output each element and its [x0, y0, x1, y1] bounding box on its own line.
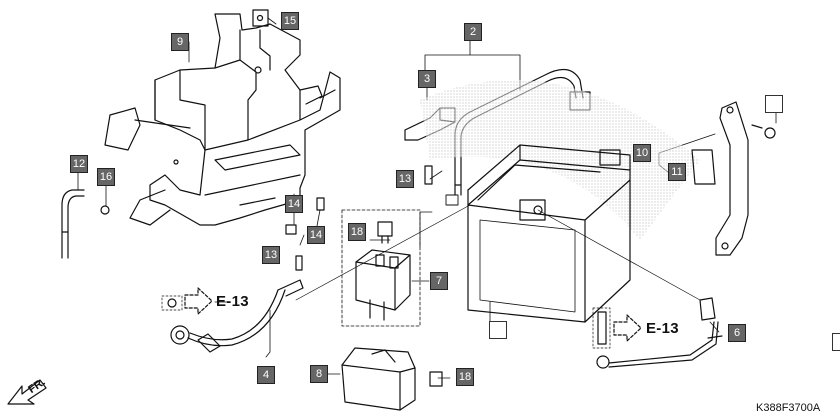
callout-4: 4	[257, 366, 275, 384]
relay-group-outline	[341, 209, 421, 327]
callout-9: 9	[171, 33, 189, 51]
bolt-part-13a	[295, 255, 303, 271]
bolt-part-13b	[424, 165, 433, 185]
battery-part-1	[467, 144, 631, 323]
watermark-logo	[420, 80, 700, 240]
callout-14-upper: 14	[285, 195, 303, 213]
callout-13-upper: 13	[396, 170, 414, 188]
callout-10: 10	[633, 144, 651, 162]
reference-arrow-right	[613, 314, 642, 342]
fuse-part-18b	[429, 371, 443, 387]
clip-part-15	[252, 9, 269, 27]
pad-part-11	[691, 149, 716, 185]
callout-8: 8	[310, 365, 328, 383]
callout-15: 15	[281, 12, 299, 30]
front-direction-arrow	[7, 379, 47, 405]
callout-13-lower: 13	[262, 246, 280, 264]
fuse-part-18a	[377, 221, 393, 244]
callout-18-upper: 18	[348, 223, 366, 241]
callout-11: 11	[668, 163, 686, 181]
tube-part-12	[61, 189, 85, 259]
callout-12: 12	[70, 155, 88, 173]
callout-2: 2	[464, 23, 482, 41]
battery-box-part	[104, 13, 341, 226]
negative-cable-part-4	[170, 279, 304, 353]
reference-e13-left: E-13	[216, 293, 249, 310]
callout-16: 16	[97, 168, 115, 186]
callout-3: 3	[418, 70, 436, 88]
bolt-part-17	[751, 124, 776, 139]
bolt-part-14	[285, 197, 325, 235]
callout-blank-band-bolt	[765, 95, 783, 113]
diagram-code: K388F3700A	[756, 402, 821, 414]
callout-6: 6	[728, 324, 746, 342]
grommet-part-16	[100, 205, 110, 215]
callout-blank-edge	[832, 333, 840, 351]
callout-14-lower: 14	[307, 226, 325, 244]
reference-arrow-left	[161, 287, 213, 315]
ground-cable-part-6	[596, 297, 723, 369]
relay-cover-part-8	[341, 347, 416, 411]
starter-relay-part-7	[355, 249, 411, 321]
callout-18-lower: 18	[456, 368, 474, 386]
callout-7: 7	[430, 272, 448, 290]
reference-e13-right: E-13	[646, 320, 679, 337]
callout-blank-battery	[489, 321, 507, 339]
battery-band-part-10	[715, 101, 749, 256]
